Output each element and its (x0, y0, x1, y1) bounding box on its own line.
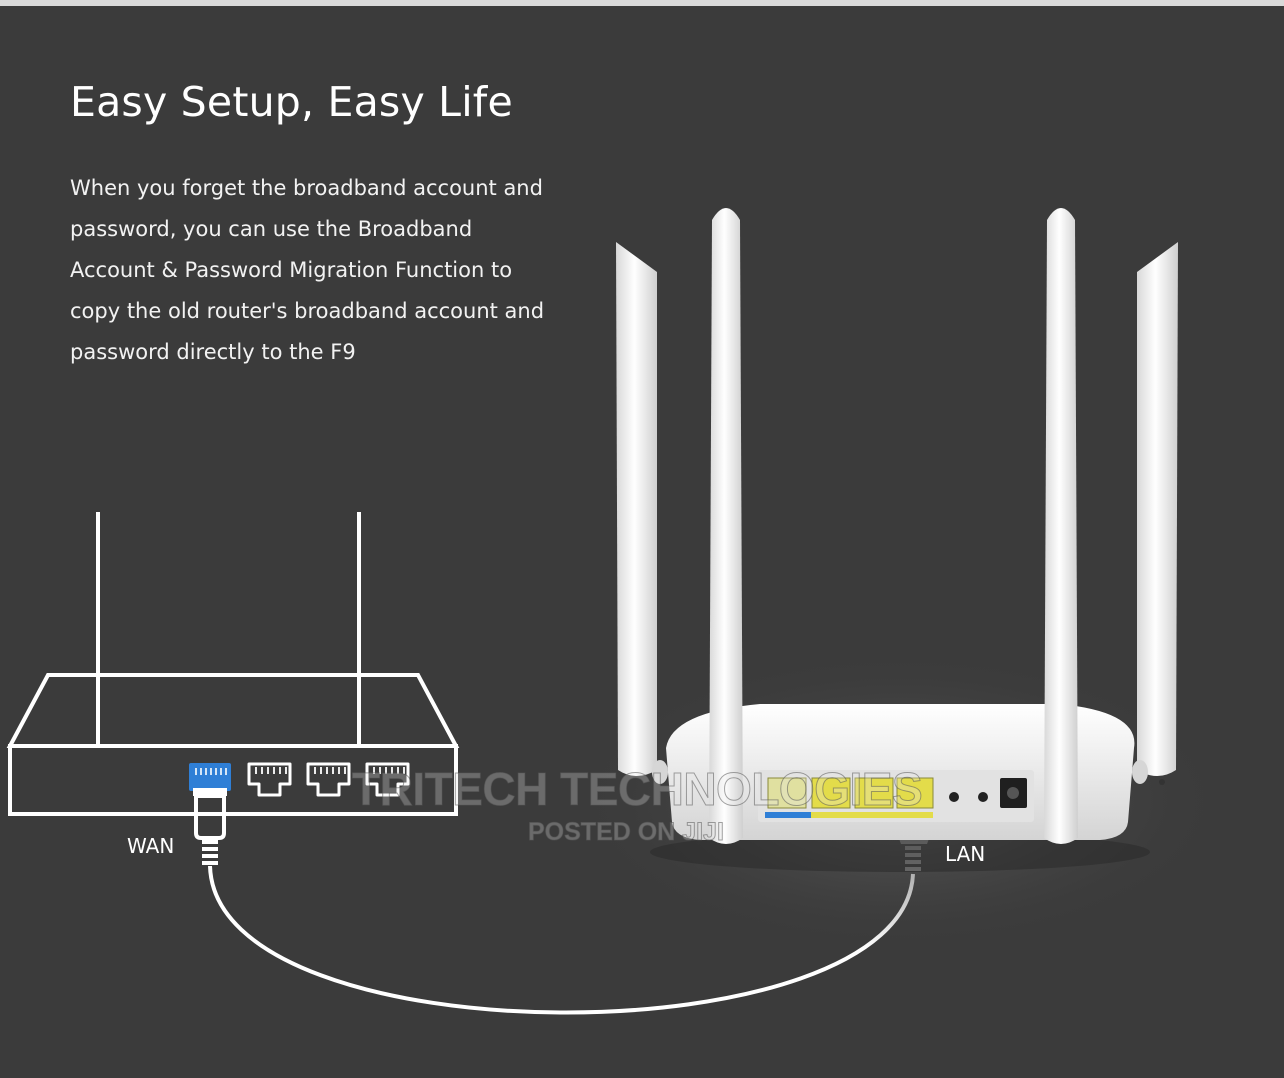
router-wifi-button (949, 792, 959, 802)
description-line: Account & Password Migration Function to (70, 258, 513, 282)
lan-port-1 (247, 762, 292, 797)
old-router-outline (6, 512, 460, 816)
lan-port-2 (306, 762, 351, 797)
top-strip (0, 0, 1284, 6)
router-wan-port-strip (765, 812, 811, 818)
router-shadow (650, 832, 1150, 872)
wan-plug (193, 788, 227, 865)
description-line: password, you can use the Broadband (70, 217, 473, 241)
watermark-sub: POSTED ON JIJI (528, 818, 725, 847)
wan-label: WAN (127, 834, 175, 858)
lan-port-3 (365, 762, 410, 797)
watermark-main: TRITECH TECHNOLOGIES (351, 763, 923, 816)
router-antenna-front-right (1044, 208, 1078, 844)
lan-ports-outline (247, 762, 410, 797)
router-reset-button (978, 792, 988, 802)
headline: Easy Setup, Easy Life (70, 78, 513, 126)
router-antenna-front-left (709, 208, 743, 844)
router-antenna-back-left (616, 242, 657, 776)
router-ports (767, 777, 934, 809)
wan-port (189, 763, 231, 791)
lan-label: LAN (945, 842, 986, 866)
old-router-top (6, 673, 460, 748)
router-antenna-back-right (1137, 242, 1178, 776)
description-line: password directly to the F9 (70, 340, 356, 364)
old-router-front (8, 744, 458, 816)
description-line: When you forget the broadband account an… (70, 176, 543, 200)
description-line: copy the old router's broadband account … (70, 299, 545, 323)
description: When you forget the broadband account an… (70, 168, 570, 373)
router-lan-port-strip (811, 812, 933, 818)
